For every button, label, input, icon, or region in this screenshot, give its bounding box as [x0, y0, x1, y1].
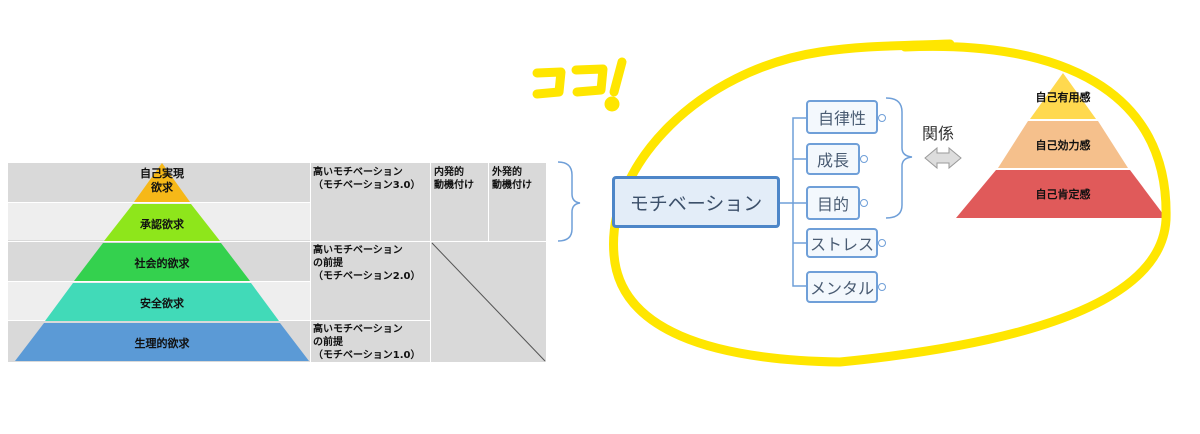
maslow-level-5-line2: 欲求 [151, 181, 173, 194]
maslow-level-4-label: 承認欲求 [140, 218, 184, 231]
child-node-stress: ストレス [806, 228, 878, 258]
diagonal-slash [431, 242, 546, 362]
pyramid-level-2 [45, 283, 279, 321]
expand-icon [860, 199, 868, 207]
pyramid-level-3 [74, 243, 250, 281]
table-line [430, 163, 431, 362]
bracket-right [885, 97, 913, 219]
pyramid-level-4 [104, 204, 220, 241]
motivation-1-cell: 高いモチベーション の前提 （モチベーション1.0） [313, 324, 421, 361]
expand-icon [860, 155, 868, 163]
pyramid-level-5 [134, 163, 190, 202]
child-node-purpose: 目的 [806, 186, 860, 220]
koko-annotation [532, 57, 627, 112]
table-line [310, 163, 311, 362]
maslow-pyramid [15, 163, 546, 362]
maslow-level-3-label: 社会的欲求 [134, 257, 190, 270]
intrinsic-header: 内発的 動機付け [434, 167, 474, 191]
central-node-motivation: モチベーション [612, 176, 780, 228]
relation-label: 関係 [922, 124, 955, 143]
maslow-level-5-line1: 自己実現 [140, 167, 184, 180]
motivation-2-cell: 高いモチベーション の前提 （モチベーション2.0） [313, 245, 421, 282]
self-pyramid-label-3: 自己肯定感 [1035, 188, 1091, 201]
child-node-growth: 成長 [806, 143, 860, 175]
table-line [8, 241, 546, 242]
double-arrow-icon [924, 146, 962, 170]
self-pyramid-level-2 [998, 121, 1128, 168]
table-line [8, 202, 310, 203]
maslow-level-2-label: 安全欲求 [140, 297, 184, 310]
maslow-level-1-label: 生理的欲求 [134, 337, 190, 350]
extrinsic-header: 外発的 動機付け [492, 167, 532, 191]
maslow-level-5-label: 自己実現 欲求 [122, 167, 202, 195]
self-pyramid-level-1 [1030, 73, 1096, 119]
motivation-3-cell: 高いモチベーション （モチベーション3.0） [313, 167, 421, 191]
expand-icon [878, 283, 886, 291]
mindmap-connectors [780, 117, 806, 287]
self-pyramid-label-1: 自己有用感 [1035, 91, 1091, 104]
highlight-circle [609, 39, 1171, 367]
expand-icon [878, 114, 886, 122]
self-pyramid-label-2: 自己効力感 [1035, 139, 1091, 152]
child-node-mental: メンタル [806, 271, 878, 303]
table-line [488, 163, 489, 241]
self-pyramid-level-3 [956, 170, 1166, 218]
pyramid-level-1 [15, 323, 309, 361]
child-node-autonomy: 自律性 [806, 100, 878, 134]
expand-icon [878, 239, 886, 247]
bracket-left [557, 161, 581, 242]
table-line [8, 281, 310, 282]
